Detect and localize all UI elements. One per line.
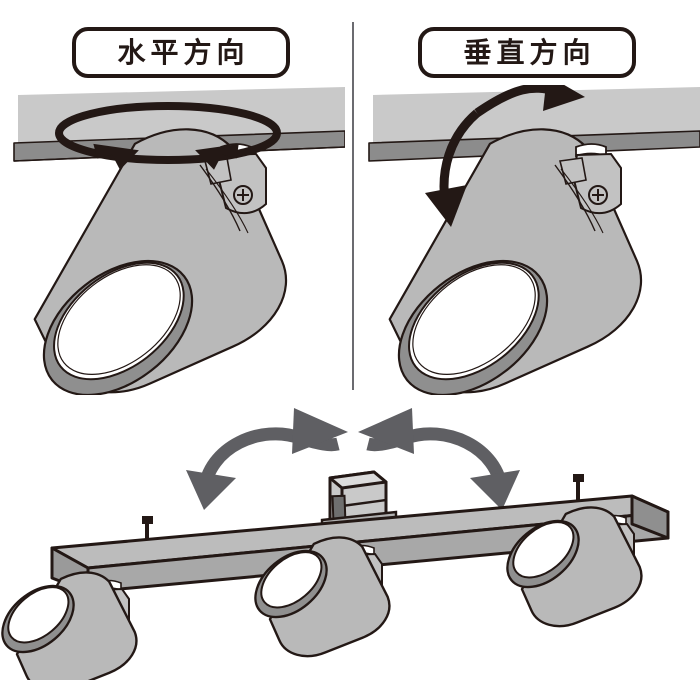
screw-icon: [592, 189, 604, 201]
spotlight-aperture: [397, 259, 549, 395]
spotlight-head-2: [254, 536, 391, 658]
panel-horizontal: [13, 87, 345, 395]
spotlight-head-3: [506, 506, 643, 628]
rotation-arrow-left: [186, 408, 348, 510]
vertical-rotation-arrow: [425, 85, 585, 227]
rotation-arrow-right: [358, 408, 520, 510]
panel-vertical: [368, 85, 700, 395]
label-vertical-text: 垂直方向: [463, 35, 596, 69]
panel-track-bar: [1, 408, 670, 680]
mounting-bracket: [199, 143, 267, 234]
horizontal-rotation-arrow: [55, 102, 281, 170]
label-horizontal-text: 水平方向: [117, 35, 250, 69]
mounting-bracket: [554, 143, 622, 234]
spotlight-aperture: [42, 259, 194, 395]
screw-icon: [237, 189, 249, 201]
label-box-vertical: 垂直方向: [418, 27, 636, 78]
panel-divider: [352, 22, 354, 390]
spotlight-head-1: [1, 571, 138, 680]
label-box-horizontal: 水平方向: [72, 27, 290, 78]
